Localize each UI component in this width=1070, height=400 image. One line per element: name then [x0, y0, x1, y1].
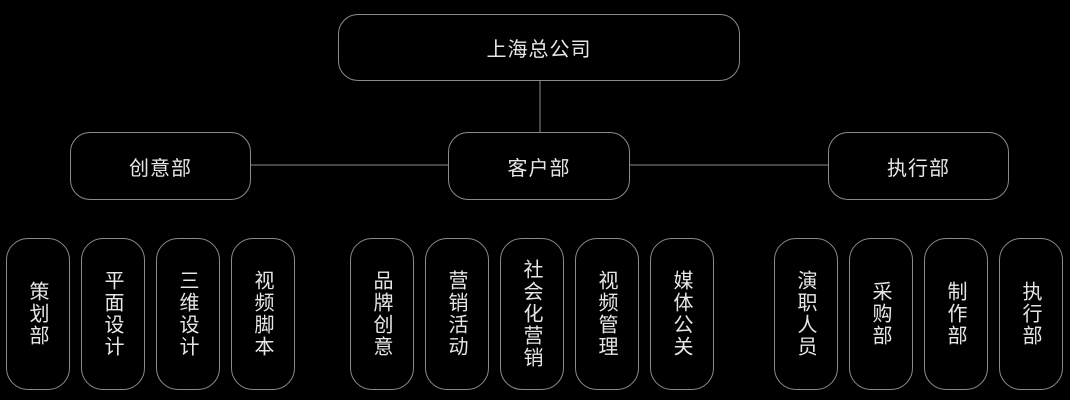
sub-node: 三维设计: [156, 238, 220, 390]
sub-label: 品牌创意: [370, 270, 394, 358]
dept-node-execution: 执行部: [828, 132, 1009, 200]
sub-node: 视频脚本: [231, 238, 295, 390]
sub-node: 策划部: [6, 238, 70, 390]
sub-label: 演职人员: [794, 270, 818, 358]
dept-node-client: 客户部: [448, 132, 630, 200]
sub-node: 演职人员: [774, 238, 838, 390]
sub-label: 制作部: [944, 281, 968, 347]
sub-label: 社会化营销: [520, 259, 544, 369]
sub-node: 品牌创意: [350, 238, 414, 390]
sub-label: 策划部: [26, 281, 50, 347]
sub-node: 媒体公关: [650, 238, 714, 390]
sub-node: 采购部: [849, 238, 913, 390]
sub-label: 媒体公关: [670, 270, 694, 358]
dept-label: 客户部: [507, 155, 571, 180]
sub-node: 社会化营销: [500, 238, 564, 390]
sub-node: 制作部: [924, 238, 988, 390]
dept-node-creative: 创意部: [70, 132, 251, 200]
sub-node: 平面设计: [81, 238, 145, 390]
sub-label: 采购部: [869, 281, 893, 347]
dept-label: 创意部: [129, 155, 192, 180]
sub-node: 视频管理: [575, 238, 639, 390]
sub-label: 三维设计: [176, 270, 200, 358]
sub-node: 执行部: [999, 238, 1063, 390]
sub-label: 平面设计: [101, 270, 125, 358]
sub-label: 视频脚本: [251, 270, 275, 358]
sub-label: 视频管理: [595, 270, 619, 358]
sub-label: 营销活动: [445, 270, 469, 358]
sub-label: 执行部: [1019, 281, 1043, 347]
dept-label: 执行部: [887, 155, 950, 180]
root-label: 上海总公司: [486, 37, 592, 61]
sub-node: 营销活动: [425, 238, 489, 390]
root-node: 上海总公司: [338, 14, 740, 81]
